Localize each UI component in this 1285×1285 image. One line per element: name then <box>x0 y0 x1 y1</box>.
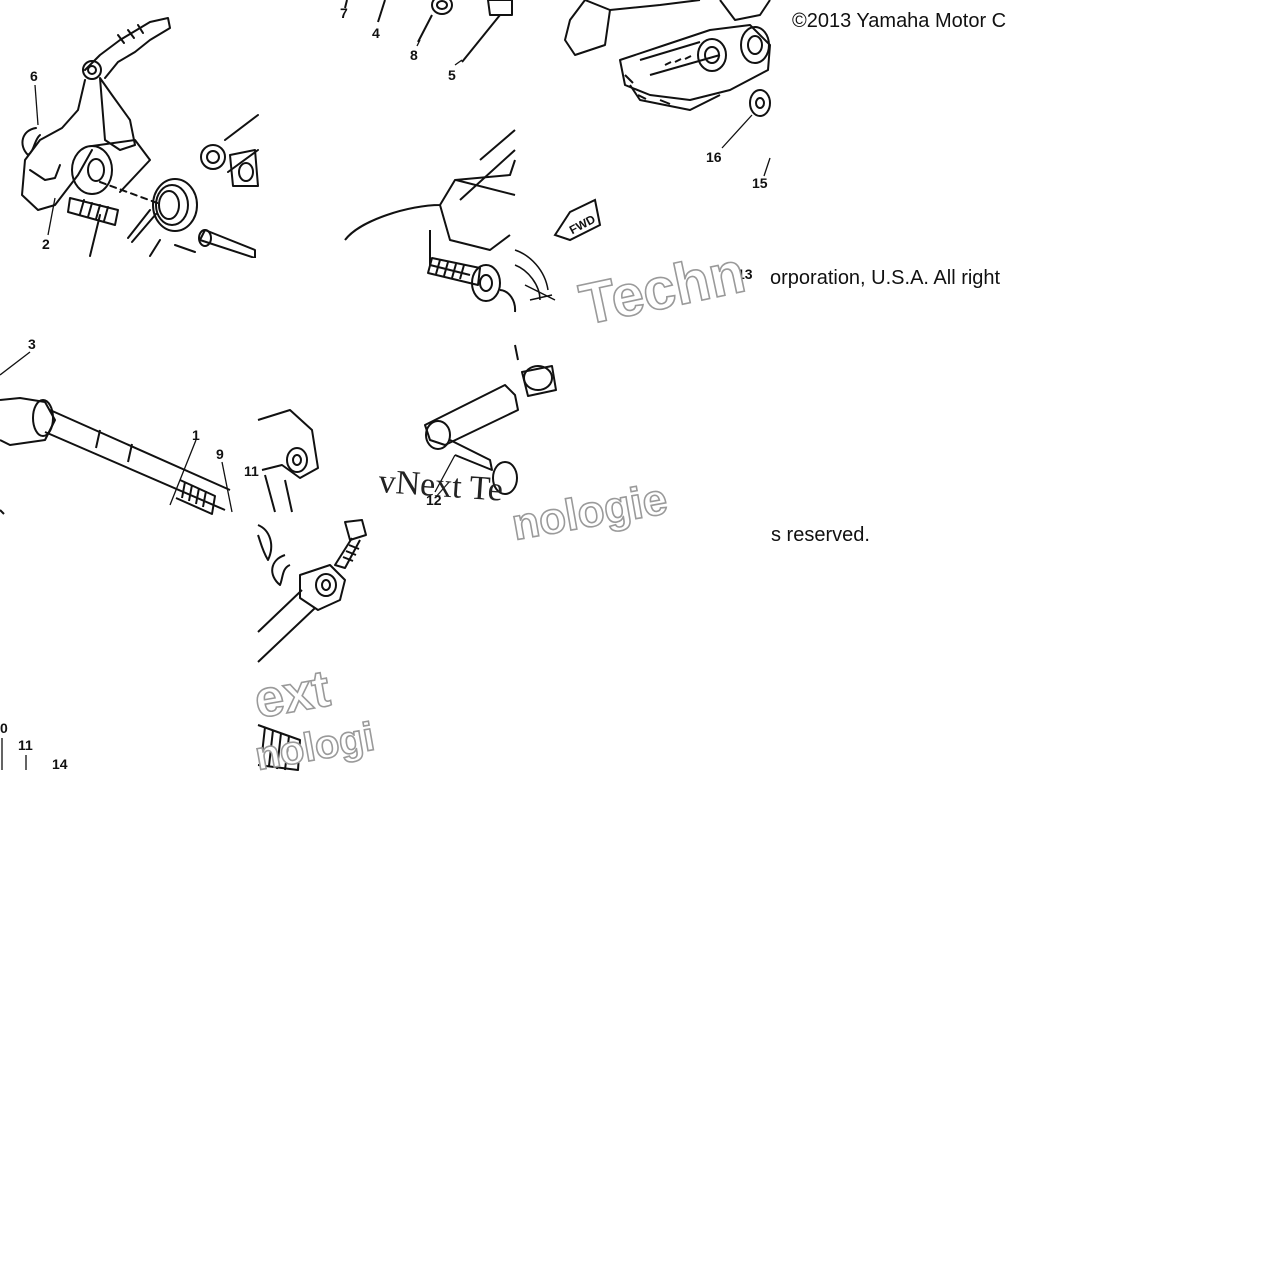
copyright-line-3: s reserved. <box>771 524 870 547</box>
callout-5: 5 <box>448 67 456 83</box>
watermark-word-2: vNext Te <box>377 463 504 509</box>
callout-11-lower: 11 <box>18 737 33 753</box>
forward-direction-tag: FWD <box>553 198 602 242</box>
link-rod-drawing <box>257 344 557 513</box>
callout-13: 13 <box>737 266 753 282</box>
callout-leaders-middle <box>434 454 456 493</box>
callout-7: 7 <box>340 5 348 21</box>
callout-9: 9 <box>216 446 224 462</box>
callout-3: 3 <box>28 336 36 352</box>
callout-11-upper: 11 <box>244 463 259 479</box>
watermark-word-3: nologie <box>508 474 671 549</box>
copyright-line-2: orporation, U.S.A. All right <box>770 267 1001 290</box>
callout-8: 8 <box>410 47 418 63</box>
callout-14: 14 <box>52 756 68 772</box>
callout-1: 1 <box>192 427 200 443</box>
watermark-word-1: Techn <box>574 240 750 338</box>
callout-leaders-middle-left <box>0 351 233 513</box>
tile-gap <box>0 258 258 328</box>
copyright-line-1: ©2013 Yamaha Motor C <box>792 10 1007 33</box>
callout-leaders-top-left <box>34 84 56 236</box>
callout-6: 6 <box>30 68 38 84</box>
linkage-housing-drawing <box>344 0 517 313</box>
callout-12: 12 <box>426 492 442 508</box>
watermark-word-4: ext <box>250 660 334 730</box>
crankcase-section-drawing <box>564 0 771 117</box>
callout-16: 16 <box>706 149 722 165</box>
callout-2: 2 <box>42 236 50 252</box>
linkage-fragment-drawing <box>514 249 556 301</box>
callout-4: 4 <box>372 25 380 41</box>
callout-leaders-top-right <box>721 114 771 177</box>
shift-pedal-drawing <box>257 519 367 771</box>
shift-shaft-drawing <box>0 397 231 515</box>
callout-leaders-lower-left <box>1 738 27 770</box>
callout-15: 15 <box>752 175 768 191</box>
callout-leaders-top-middle <box>416 39 463 66</box>
callout-0: 0 <box>0 720 8 736</box>
shift-lever-assembly-drawing <box>21 17 259 259</box>
